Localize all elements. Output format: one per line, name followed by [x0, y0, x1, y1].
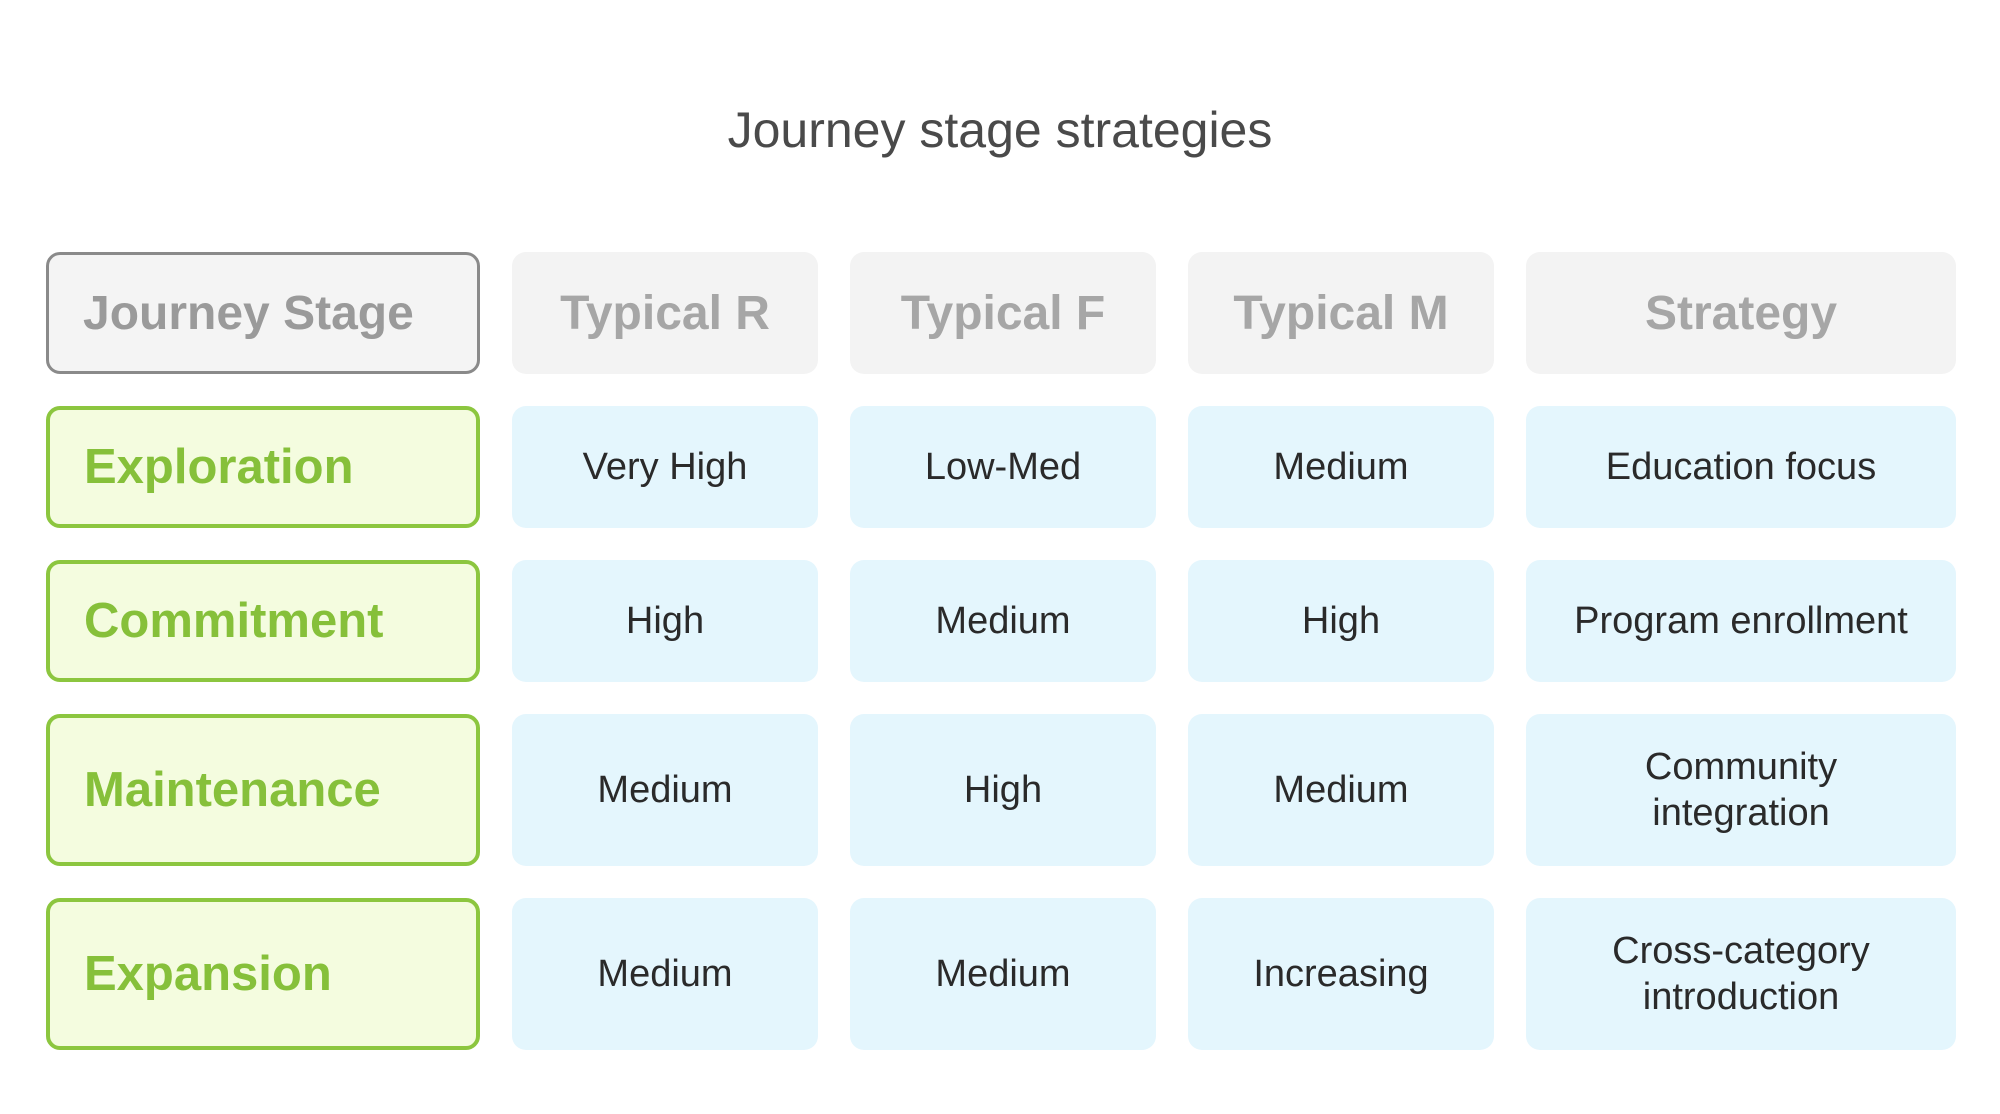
stage-label: Maintenance	[46, 714, 480, 866]
diagram-title: Journey stage strategies	[727, 102, 1273, 158]
typical-f-cell: Medium	[850, 560, 1156, 682]
typical-f-cell: Medium	[850, 898, 1156, 1050]
typical-m-cell: Medium	[1188, 406, 1494, 528]
strategy-table: Journey Stage Typical R Typical F Typica…	[46, 252, 1956, 1050]
stage-label: Commitment	[46, 560, 480, 682]
strategy-cell: Cross-category introduction	[1526, 898, 1956, 1050]
stage-label: Expansion	[46, 898, 480, 1050]
typical-m-cell: Medium	[1188, 714, 1494, 866]
header-typical-r: Typical R	[512, 252, 818, 374]
header-journey-stage: Journey Stage	[46, 252, 480, 374]
header-typical-m: Typical M	[1188, 252, 1494, 374]
typical-f-cell: High	[850, 714, 1156, 866]
strategy-cell: Community integration	[1526, 714, 1956, 866]
strategy-cell: Program enrollment	[1526, 560, 1956, 682]
stage-label: Exploration	[46, 406, 480, 528]
typical-m-cell: High	[1188, 560, 1494, 682]
typical-r-cell: Medium	[512, 898, 818, 1050]
typical-f-cell: Low-Med	[850, 406, 1156, 528]
strategy-cell: Education focus	[1526, 406, 1956, 528]
header-strategy: Strategy	[1526, 252, 1956, 374]
typical-r-cell: Medium	[512, 714, 818, 866]
typical-m-cell: Increasing	[1188, 898, 1494, 1050]
typical-r-cell: High	[512, 560, 818, 682]
header-typical-f: Typical F	[850, 252, 1156, 374]
typical-r-cell: Very High	[512, 406, 818, 528]
